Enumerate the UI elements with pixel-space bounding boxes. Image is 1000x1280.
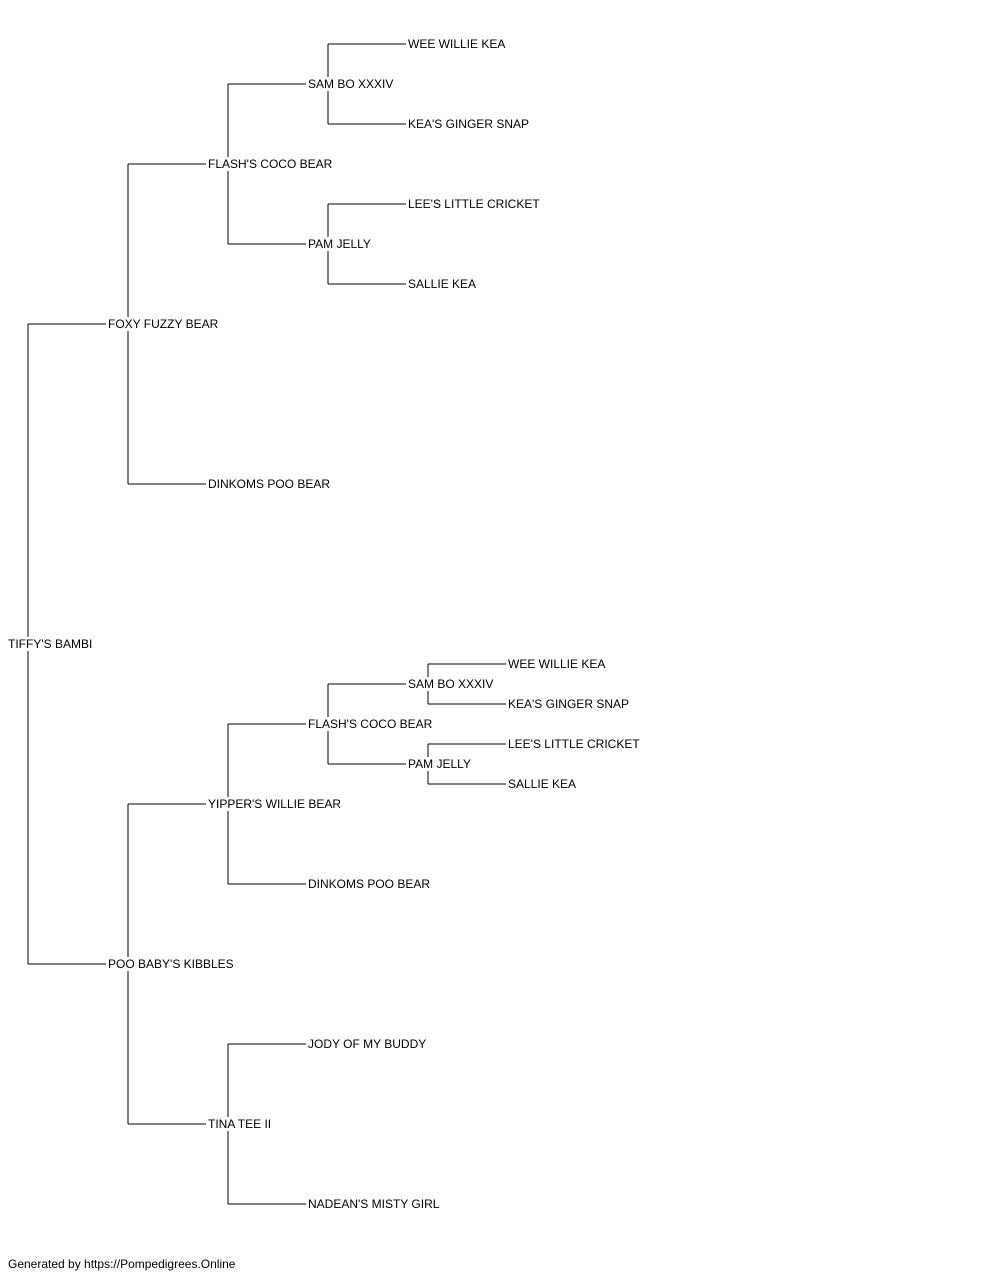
pedigree-node-s-s-s: SAM BO XXXIV [307,77,395,91]
pedigree-node-d-s-s-s: SAM BO XXXIV [407,677,495,691]
pedigree-node-s-d: DINKOMS POO BEAR [207,477,332,491]
pedigree-node-d-s-s-s-d: KEA'S GINGER SNAP [507,697,630,711]
pedigree-node-d-s-s-d: PAM JELLY [407,757,472,771]
pedigree-node-d-d-d: NADEAN'S MISTY GIRL [307,1197,441,1211]
pedigree-node-d-s-s-d-s: LEE'S LITTLE CRICKET [507,737,641,751]
pedigree-node-s-s-d-s: LEE'S LITTLE CRICKET [407,197,541,211]
pedigree-node-s-s-s-s: WEE WILLIE KEA [407,37,507,51]
pedigree-node-d-d-s: JODY OF MY BUDDY [307,1037,428,1051]
pedigree-node-s-s-s-d: KEA'S GINGER SNAP [407,117,530,131]
pedigree-node-s-s: FLASH'S COCO BEAR [207,157,334,171]
footer-credit: Generated by https://Pompedigrees.Online [8,1257,236,1271]
pedigree-node-d-s-s: FLASH'S COCO BEAR [307,717,434,731]
pedigree-node-d-s-s-d-d: SALLIE KEA [507,777,578,791]
pedigree-node-d-s-d: DINKOMS POO BEAR [307,877,432,891]
pedigree-node-d-s-s-s-s: WEE WILLIE KEA [507,657,607,671]
pedigree-node-subject: TIFFY'S BAMBI [7,637,94,651]
pedigree-node-s: FOXY FUZZY BEAR [107,317,220,331]
pedigree-node-d-s: YIPPER'S WILLIE BEAR [207,797,343,811]
pedigree-node-s-s-d: PAM JELLY [307,237,372,251]
pedigree-node-d: POO BABY'S KIBBLES [107,957,235,971]
pedigree-node-s-s-d-d: SALLIE KEA [407,277,478,291]
pedigree-node-d-d: TINA TEE II [207,1117,273,1131]
